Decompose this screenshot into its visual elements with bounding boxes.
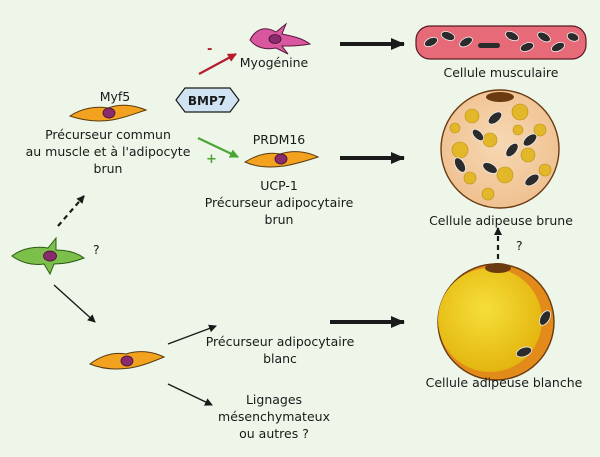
brown-adipocyte-cell bbox=[440, 89, 560, 209]
arrow-to-white-precursor bbox=[167, 324, 217, 345]
muscle-cell-label: Cellule musculaire bbox=[444, 65, 559, 80]
mitochondria-icon bbox=[515, 310, 551, 358]
myf5-label: Myf5 bbox=[100, 89, 131, 104]
white-lineage-precursor-cell bbox=[88, 351, 166, 370]
arrow-to-white-lineage bbox=[53, 284, 96, 323]
stem-question-mark: ? bbox=[93, 242, 100, 257]
common-precursor-label-1: Précurseur commun bbox=[45, 127, 171, 142]
mitochondria-icon bbox=[454, 111, 540, 187]
white-precursor-label-2: blanc bbox=[263, 351, 297, 366]
plus-sign: + bbox=[206, 152, 217, 167]
myogenin-label: Myogénine bbox=[240, 55, 309, 70]
common-precursor-label-3: brun bbox=[94, 161, 123, 176]
minus-sign: - bbox=[207, 42, 212, 57]
brown-precursor-cell bbox=[243, 151, 320, 168]
white-precursor-label-1: Précurseur adipocytaire bbox=[206, 334, 355, 349]
lipid-droplets bbox=[449, 103, 552, 201]
other-lineages-label-1: Lignages bbox=[246, 392, 302, 407]
brown-question-mark: ? bbox=[516, 238, 523, 253]
white-adipocyte-label: Cellule adipeuse blanche bbox=[426, 375, 583, 390]
brown-adipocyte-label: Cellule adipeuse brune bbox=[429, 213, 573, 228]
muscle-nucleus bbox=[478, 43, 500, 48]
bmp7-label: BMP7 bbox=[188, 94, 226, 108]
other-lineages-label-2: mésenchymateux bbox=[218, 409, 330, 424]
ucp1-label: UCP-1 bbox=[260, 178, 298, 193]
brown-precursor-label-1: Précurseur adipocytaire bbox=[205, 195, 354, 210]
inhibition-arrow bbox=[198, 53, 237, 75]
stem-cell bbox=[11, 236, 86, 276]
common-precursor-label-2: au muscle et à l'adipocyte bbox=[26, 144, 191, 159]
brown-nucleus bbox=[486, 92, 514, 102]
lipid-droplet bbox=[438, 268, 542, 372]
bmp7-badge: BMP7 bbox=[175, 87, 240, 113]
mitochondria-icon bbox=[424, 30, 580, 53]
arrow-to-common-precursor bbox=[57, 195, 85, 227]
white-nucleus bbox=[485, 263, 511, 273]
other-lineages-label-3: ou autres ? bbox=[239, 426, 309, 441]
common-precursor-cell bbox=[68, 104, 148, 122]
activation-arrow bbox=[197, 137, 239, 158]
myogenic-cell bbox=[249, 22, 312, 55]
muscle-cell bbox=[415, 25, 587, 60]
arrow-to-other-lineages bbox=[167, 383, 213, 406]
brown-precursor-label-2: brun bbox=[265, 212, 294, 227]
white-adipocyte-cell bbox=[437, 263, 555, 381]
prdm16-label: PRDM16 bbox=[253, 132, 306, 147]
